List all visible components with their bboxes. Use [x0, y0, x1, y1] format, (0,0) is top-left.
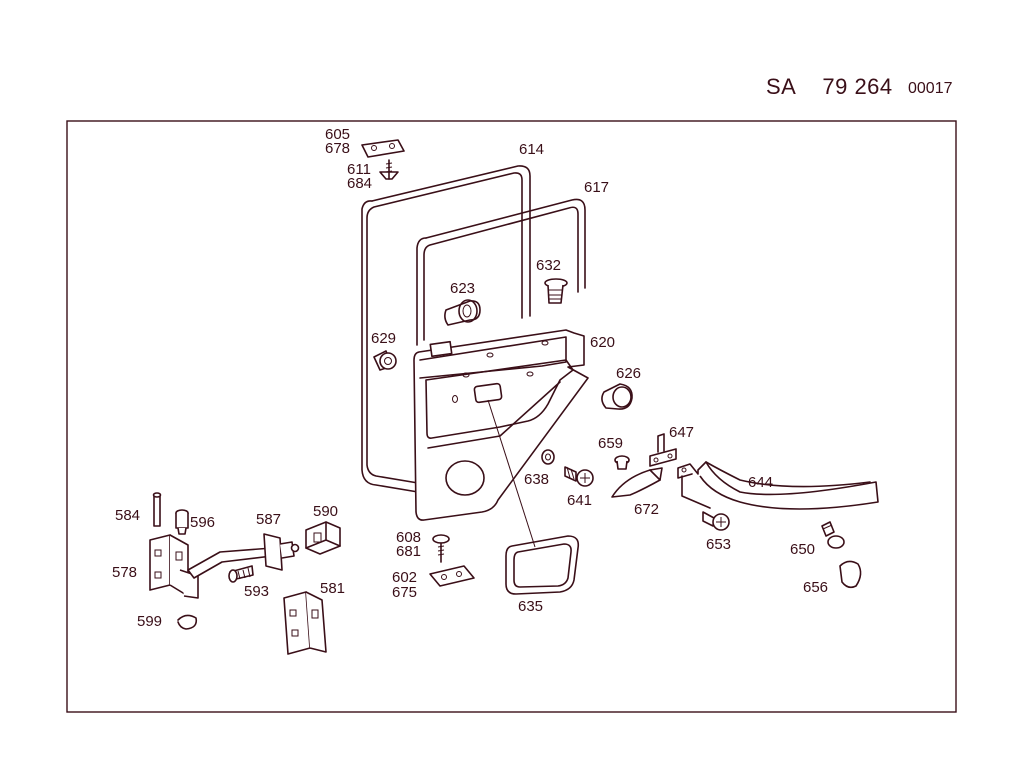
- part-593-screw: [228, 565, 254, 583]
- part-641-screw: [564, 466, 594, 487]
- label-678: 678: [325, 140, 350, 157]
- label-684: 684: [347, 175, 372, 192]
- diagram-frame: [66, 120, 957, 713]
- part-608-screw: [432, 534, 450, 563]
- label-638: 638: [524, 471, 549, 488]
- label-653: 653: [706, 536, 731, 553]
- part-614-door-seal: [361, 165, 531, 493]
- part-605-plate: [361, 139, 405, 158]
- label-675: 675: [392, 584, 417, 601]
- part-659-clip: [614, 455, 630, 470]
- part-596-bolt: [175, 509, 189, 535]
- part-620-door-panel: [413, 329, 589, 521]
- part-587-door-check: [187, 533, 300, 579]
- part-578-hinge: [149, 534, 199, 599]
- label-681: 681: [396, 543, 421, 560]
- label-602: 602: [392, 569, 417, 586]
- label-590: 590: [313, 503, 338, 520]
- label-659: 659: [598, 435, 623, 452]
- label-578: 578: [112, 564, 137, 581]
- part-590-retainer: [305, 521, 341, 555]
- part-581-hinge: [283, 591, 327, 655]
- part-626-plug: [601, 383, 633, 410]
- leader-line-635: [487, 399, 536, 548]
- label-635: 635: [518, 598, 543, 615]
- part-labels: 605 678 611 684 614 617 632 623 629 620 …: [112, 126, 828, 630]
- sheet-code: 00017: [908, 80, 953, 97]
- label-620: 620: [590, 334, 615, 351]
- part-653-screw: [702, 511, 730, 531]
- label-599: 599: [137, 613, 162, 630]
- part-647-bracket: [649, 433, 677, 467]
- part-635-bezel: [505, 535, 580, 595]
- label-596: 596: [190, 514, 215, 531]
- label-626: 626: [616, 365, 641, 382]
- part-599-clip: [177, 614, 198, 630]
- diagram-series-code: SA 79 264: [766, 74, 893, 100]
- label-656: 656: [803, 579, 828, 596]
- part-611-screw: [379, 159, 399, 180]
- part-584-pin: [152, 492, 162, 527]
- label-641: 641: [567, 492, 592, 509]
- part-656-cap: [839, 560, 862, 589]
- label-614: 614: [519, 141, 544, 158]
- label-644: 644: [748, 474, 773, 491]
- label-605: 605: [325, 126, 350, 143]
- part-602-plate: [429, 565, 475, 587]
- part-632-clip: [544, 278, 568, 304]
- label-581: 581: [320, 580, 345, 597]
- label-629: 629: [371, 330, 396, 347]
- label-672: 672: [634, 501, 659, 518]
- part-617-inner-seal: [416, 198, 586, 346]
- part-644-pull-handle: [677, 461, 879, 510]
- part-638-grommet: [541, 449, 555, 465]
- label-617: 617: [584, 179, 609, 196]
- label-632: 632: [536, 257, 561, 274]
- part-650-screw: [821, 521, 845, 549]
- label-647: 647: [669, 424, 694, 441]
- label-623: 623: [450, 280, 475, 297]
- part-629-clip: [373, 350, 397, 371]
- part-672-cover: [611, 467, 663, 498]
- label-587: 587: [256, 511, 281, 528]
- part-623-plug: [444, 299, 481, 326]
- label-611: 611: [347, 161, 371, 178]
- label-584: 584: [115, 507, 140, 524]
- label-593: 593: [244, 583, 269, 600]
- label-650: 650: [790, 541, 815, 558]
- series-number: 79 264: [822, 74, 893, 99]
- series-prefix: SA: [766, 74, 797, 99]
- label-608: 608: [396, 529, 421, 546]
